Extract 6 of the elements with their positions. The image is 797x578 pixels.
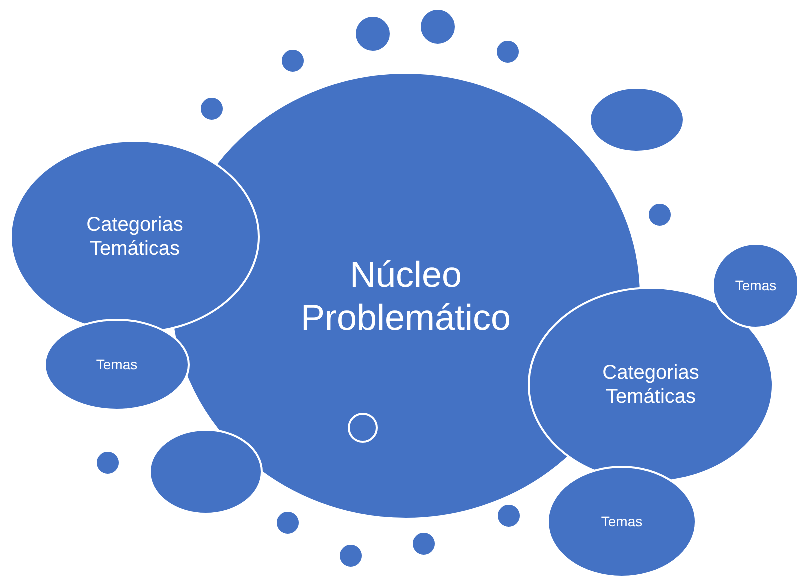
bubble-label: Temas [735,278,777,294]
bubble-label: Temas [96,356,138,374]
bubble-label: Núcleo Problemático [300,252,512,340]
bubble-label: Categorias Temáticas [602,361,700,409]
bubble-label: Temas [601,514,643,530]
bubble-label: Categorias Temáticas [86,213,184,261]
